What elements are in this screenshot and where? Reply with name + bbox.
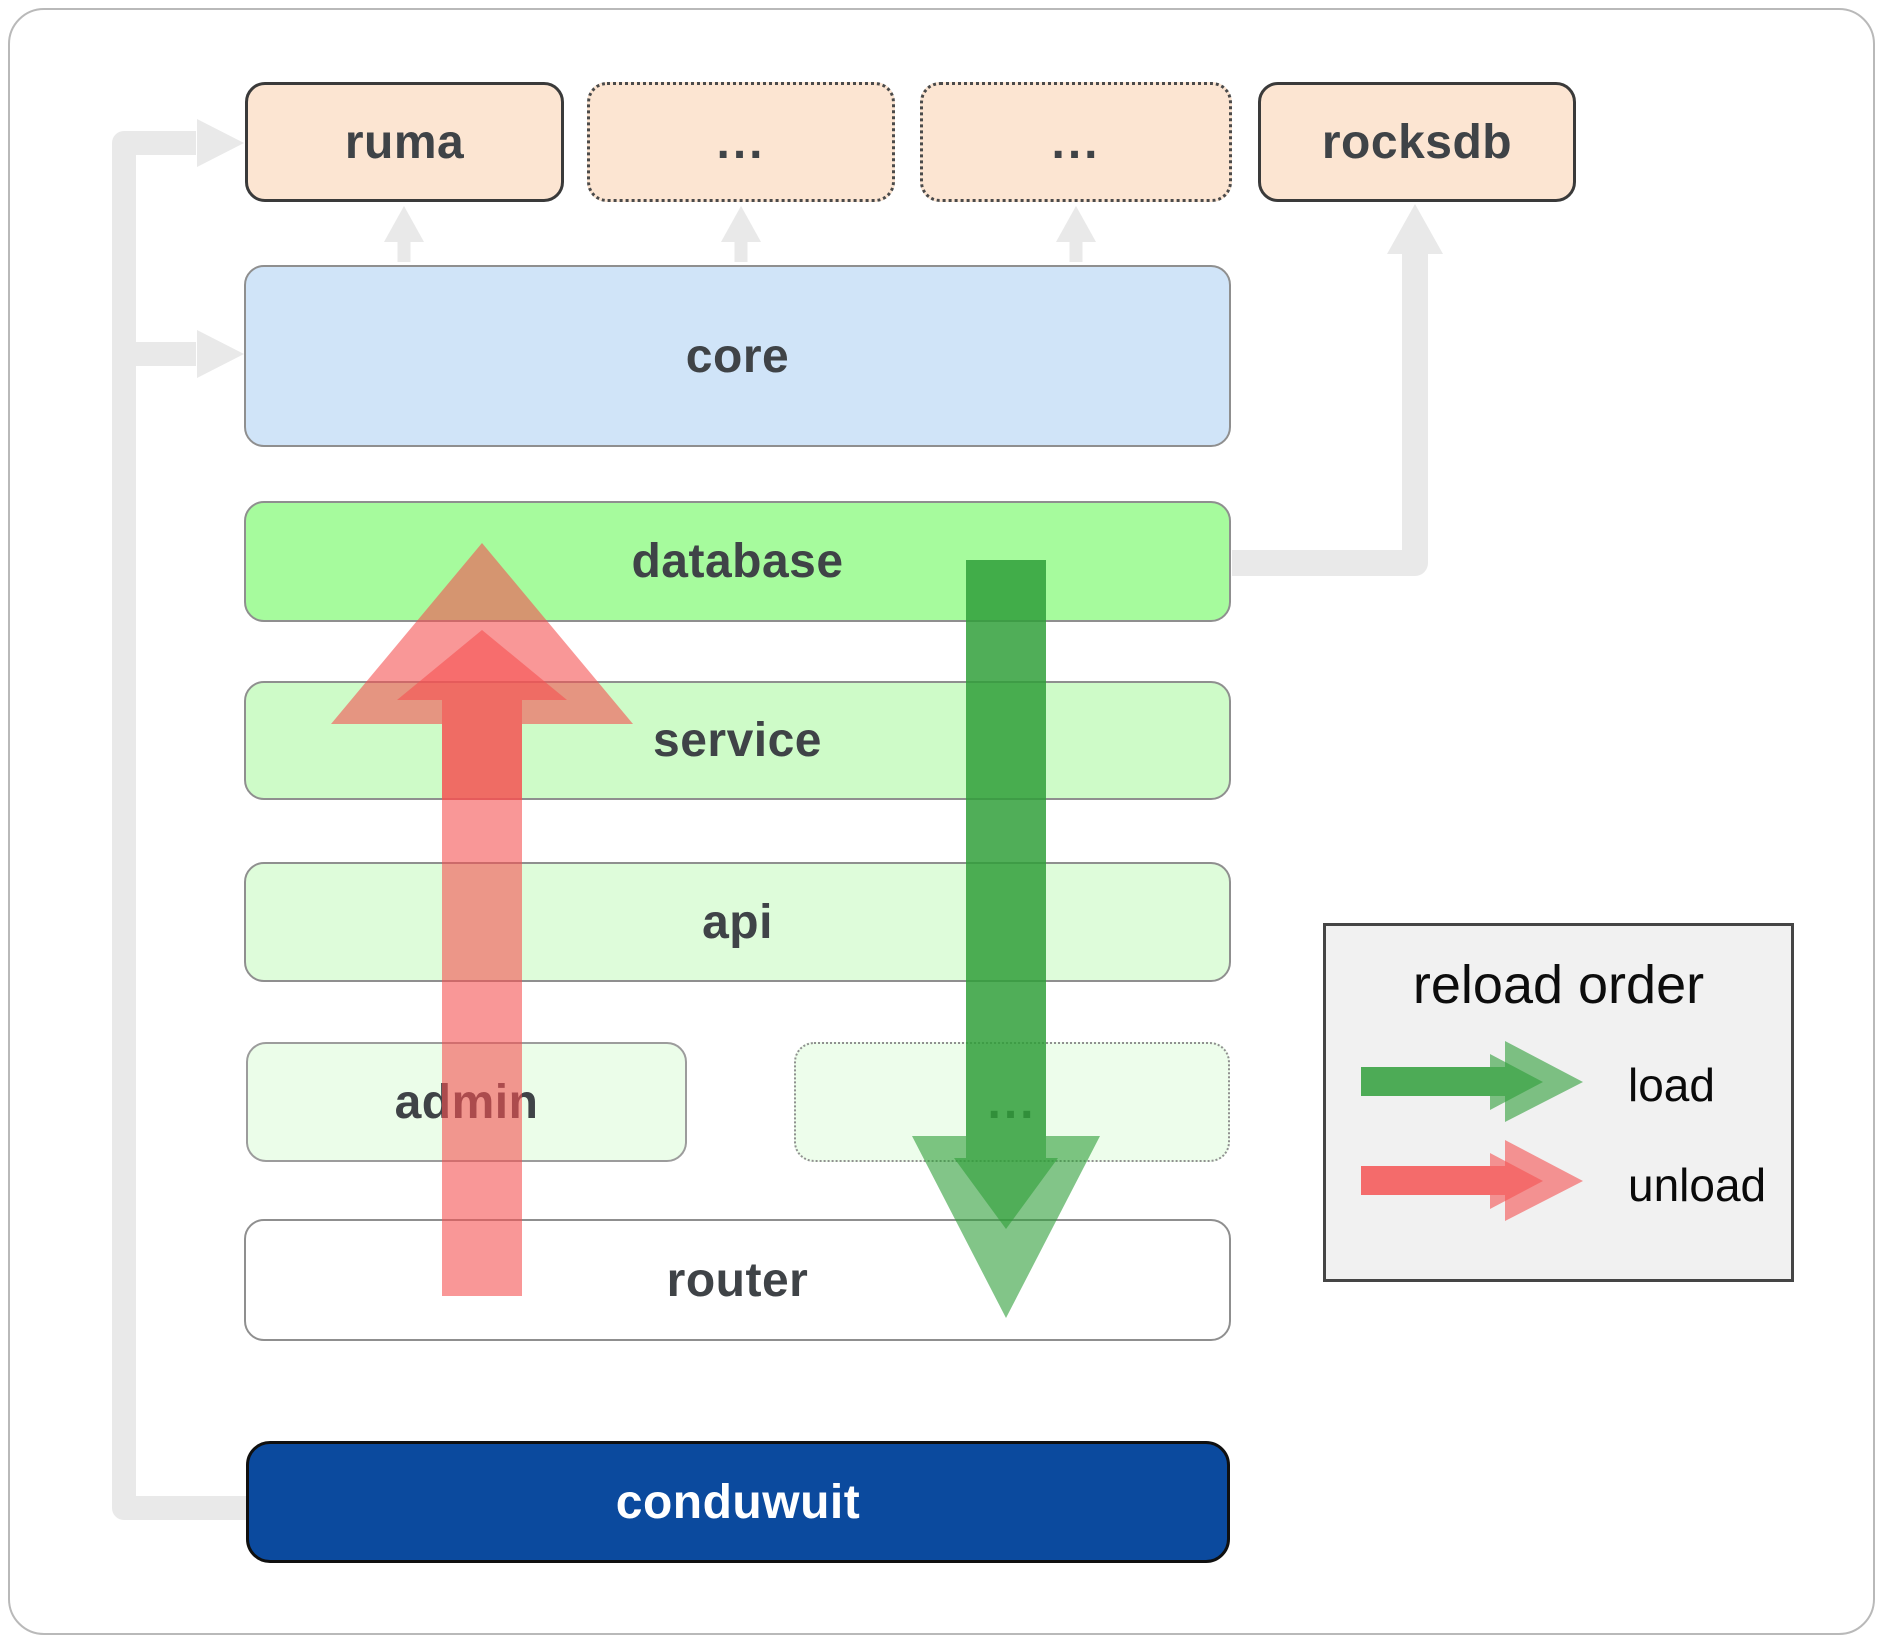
box-ruma-label: ruma xyxy=(344,115,465,169)
box-database-label: database xyxy=(631,535,844,588)
box-service: service xyxy=(244,681,1231,800)
box-admin: admin xyxy=(246,1042,687,1162)
arrowhead-to-core xyxy=(197,330,244,378)
box-core: core xyxy=(244,265,1231,447)
box-api-label: api xyxy=(702,895,773,949)
box-other-crate-label: ... xyxy=(987,1075,1037,1129)
box-other-dep-a: ... xyxy=(587,82,895,202)
box-rocksdb-label: rocksdb xyxy=(1321,115,1513,169)
connector-conduwuit-to-ruma xyxy=(112,131,246,1520)
legend-load-label: load xyxy=(1628,1059,1715,1111)
box-api: api xyxy=(244,862,1231,982)
box-other-dep-b: ... xyxy=(920,82,1232,202)
box-other-dep-b-label: ... xyxy=(1051,115,1101,169)
arrowhead-to-rocksdb xyxy=(1387,204,1443,254)
box-other-dep-a-label: ... xyxy=(716,115,766,169)
arrowhead-core-other-b xyxy=(1056,206,1096,242)
box-router: router xyxy=(244,1219,1231,1341)
canvas-border xyxy=(8,8,1875,1635)
arrowhead-core-other-a xyxy=(721,206,761,242)
box-conduwuit: conduwuit xyxy=(246,1441,1230,1563)
legend-panel: reload order load unload xyxy=(1323,923,1794,1282)
arrowhead-core-ruma xyxy=(384,206,424,242)
box-core-label: core xyxy=(685,329,790,383)
connector-database-to-rocksdb xyxy=(1232,252,1428,576)
arrowhead-to-ruma xyxy=(197,119,244,167)
box-admin-label: admin xyxy=(394,1075,539,1129)
box-router-label: router xyxy=(666,1253,809,1307)
box-other-crate: ... xyxy=(794,1042,1230,1162)
legend-unload-label: unload xyxy=(1628,1159,1767,1211)
box-service-label: service xyxy=(653,714,822,767)
box-ruma: ruma xyxy=(245,82,564,202)
box-database: database xyxy=(244,501,1231,622)
box-conduwuit-label: conduwuit xyxy=(615,1475,861,1529)
box-rocksdb: rocksdb xyxy=(1258,82,1576,202)
legend-title: reload order xyxy=(1412,955,1705,1015)
